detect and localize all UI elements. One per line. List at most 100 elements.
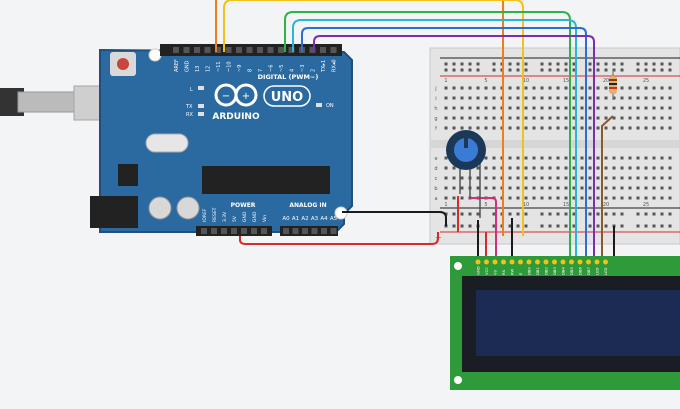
breadboard-hole[interactable] <box>596 68 600 72</box>
breadboard-hole[interactable] <box>540 176 544 180</box>
breadboard-hole[interactable] <box>492 126 496 130</box>
breadboard-hole[interactable] <box>532 126 536 130</box>
breadboard-hole[interactable] <box>516 116 520 120</box>
breadboard-hole[interactable] <box>580 156 584 160</box>
breadboard-hole[interactable] <box>548 116 552 120</box>
breadboard-hole[interactable] <box>588 156 592 160</box>
breadboard-hole[interactable] <box>444 186 448 190</box>
breadboard-hole[interactable] <box>460 62 464 66</box>
breadboard-hole[interactable] <box>660 156 664 160</box>
breadboard-hole[interactable] <box>508 166 512 170</box>
breadboard-hole[interactable] <box>628 96 632 100</box>
breadboard-hole[interactable] <box>572 156 576 160</box>
breadboard-hole[interactable] <box>588 166 592 170</box>
breadboard-hole[interactable] <box>588 68 592 72</box>
breadboard-hole[interactable] <box>460 196 464 200</box>
breadboard-hole[interactable] <box>628 106 632 110</box>
breadboard-hole[interactable] <box>524 176 528 180</box>
breadboard-hole[interactable] <box>540 116 544 120</box>
breadboard-hole[interactable] <box>652 68 656 72</box>
breadboard-hole[interactable] <box>452 116 456 120</box>
breadboard-hole[interactable] <box>484 186 488 190</box>
breadboard-hole[interactable] <box>492 212 496 216</box>
breadboard-hole[interactable] <box>668 176 672 180</box>
breadboard-hole[interactable] <box>604 116 608 120</box>
breadboard-hole[interactable] <box>540 96 544 100</box>
potentiometer-knob[interactable] <box>452 136 480 164</box>
breadboard-hole[interactable] <box>660 62 664 66</box>
breadboard-hole[interactable] <box>564 224 568 228</box>
breadboard-hole[interactable] <box>548 62 552 66</box>
breadboard-hole[interactable] <box>612 106 616 110</box>
breadboard-hole[interactable] <box>444 106 448 110</box>
breadboard-hole[interactable] <box>572 212 576 216</box>
breadboard-hole[interactable] <box>660 96 664 100</box>
breadboard-hole[interactable] <box>636 86 640 90</box>
breadboard-hole[interactable] <box>572 166 576 170</box>
power-pin-socket[interactable] <box>251 228 257 234</box>
breadboard-hole[interactable] <box>652 196 656 200</box>
breadboard-hole[interactable] <box>628 156 632 160</box>
analog-pin-socket[interactable] <box>302 228 308 234</box>
breadboard-hole[interactable] <box>484 156 488 160</box>
breadboard-hole[interactable] <box>444 86 448 90</box>
breadboard-hole[interactable] <box>636 106 640 110</box>
breadboard-hole[interactable] <box>588 196 592 200</box>
wire-pink[interactable] <box>470 197 497 262</box>
breadboard-hole[interactable] <box>580 196 584 200</box>
breadboard-hole[interactable] <box>644 186 648 190</box>
breadboard-hole[interactable] <box>540 62 544 66</box>
breadboard-hole[interactable] <box>564 96 568 100</box>
digital-pin-socket[interactable] <box>225 47 232 53</box>
analog-pin-socket[interactable] <box>330 228 337 234</box>
breadboard-hole[interactable] <box>668 196 672 200</box>
breadboard-hole[interactable] <box>444 62 448 66</box>
breadboard-hole[interactable] <box>548 176 552 180</box>
breadboard-hole[interactable] <box>604 212 608 216</box>
breadboard-hole[interactable] <box>532 96 536 100</box>
breadboard-hole[interactable] <box>476 62 480 66</box>
breadboard-hole[interactable] <box>548 166 552 170</box>
breadboard-hole[interactable] <box>540 166 544 170</box>
breadboard-hole[interactable] <box>564 62 568 66</box>
breadboard-hole[interactable] <box>484 96 488 100</box>
lcd-16x2-module[interactable] <box>450 256 680 390</box>
breadboard-hole[interactable] <box>468 212 472 216</box>
breadboard-hole[interactable] <box>644 62 648 66</box>
breadboard-hole[interactable] <box>580 126 584 130</box>
breadboard-hole[interactable] <box>596 62 600 66</box>
breadboard-hole[interactable] <box>620 166 624 170</box>
breadboard-hole[interactable] <box>556 196 560 200</box>
breadboard-hole[interactable] <box>596 106 600 110</box>
breadboard-hole[interactable] <box>484 106 488 110</box>
breadboard-hole[interactable] <box>572 224 576 228</box>
breadboard-hole[interactable] <box>484 116 488 120</box>
breadboard-hole[interactable] <box>660 68 664 72</box>
breadboard-hole[interactable] <box>508 116 512 120</box>
breadboard-hole[interactable] <box>444 116 448 120</box>
digital-pin-socket[interactable] <box>330 47 337 53</box>
breadboard-hole[interactable] <box>660 126 664 130</box>
breadboard-hole[interactable] <box>636 186 640 190</box>
potentiometer[interactable] <box>446 130 486 218</box>
breadboard-hole[interactable] <box>620 186 624 190</box>
breadboard-hole[interactable] <box>540 86 544 90</box>
breadboard-hole[interactable] <box>564 196 568 200</box>
breadboard-hole[interactable] <box>604 86 608 90</box>
breadboard-hole[interactable] <box>636 166 640 170</box>
breadboard-hole[interactable] <box>468 106 472 110</box>
breadboard-hole[interactable] <box>524 186 528 190</box>
lcd-pin-pad[interactable] <box>569 259 574 265</box>
breadboard-hole[interactable] <box>660 176 664 180</box>
breadboard-hole[interactable] <box>556 176 560 180</box>
breadboard-hole[interactable] <box>580 116 584 120</box>
breadboard-hole[interactable] <box>492 156 496 160</box>
breadboard-hole[interactable] <box>628 196 632 200</box>
breadboard-hole[interactable] <box>532 156 536 160</box>
breadboard-hole[interactable] <box>668 126 672 130</box>
breadboard-hole[interactable] <box>612 196 616 200</box>
breadboard-hole[interactable] <box>484 176 488 180</box>
breadboard-hole[interactable] <box>444 176 448 180</box>
breadboard-hole[interactable] <box>660 224 664 228</box>
lcd-pin-pad[interactable] <box>509 259 515 265</box>
